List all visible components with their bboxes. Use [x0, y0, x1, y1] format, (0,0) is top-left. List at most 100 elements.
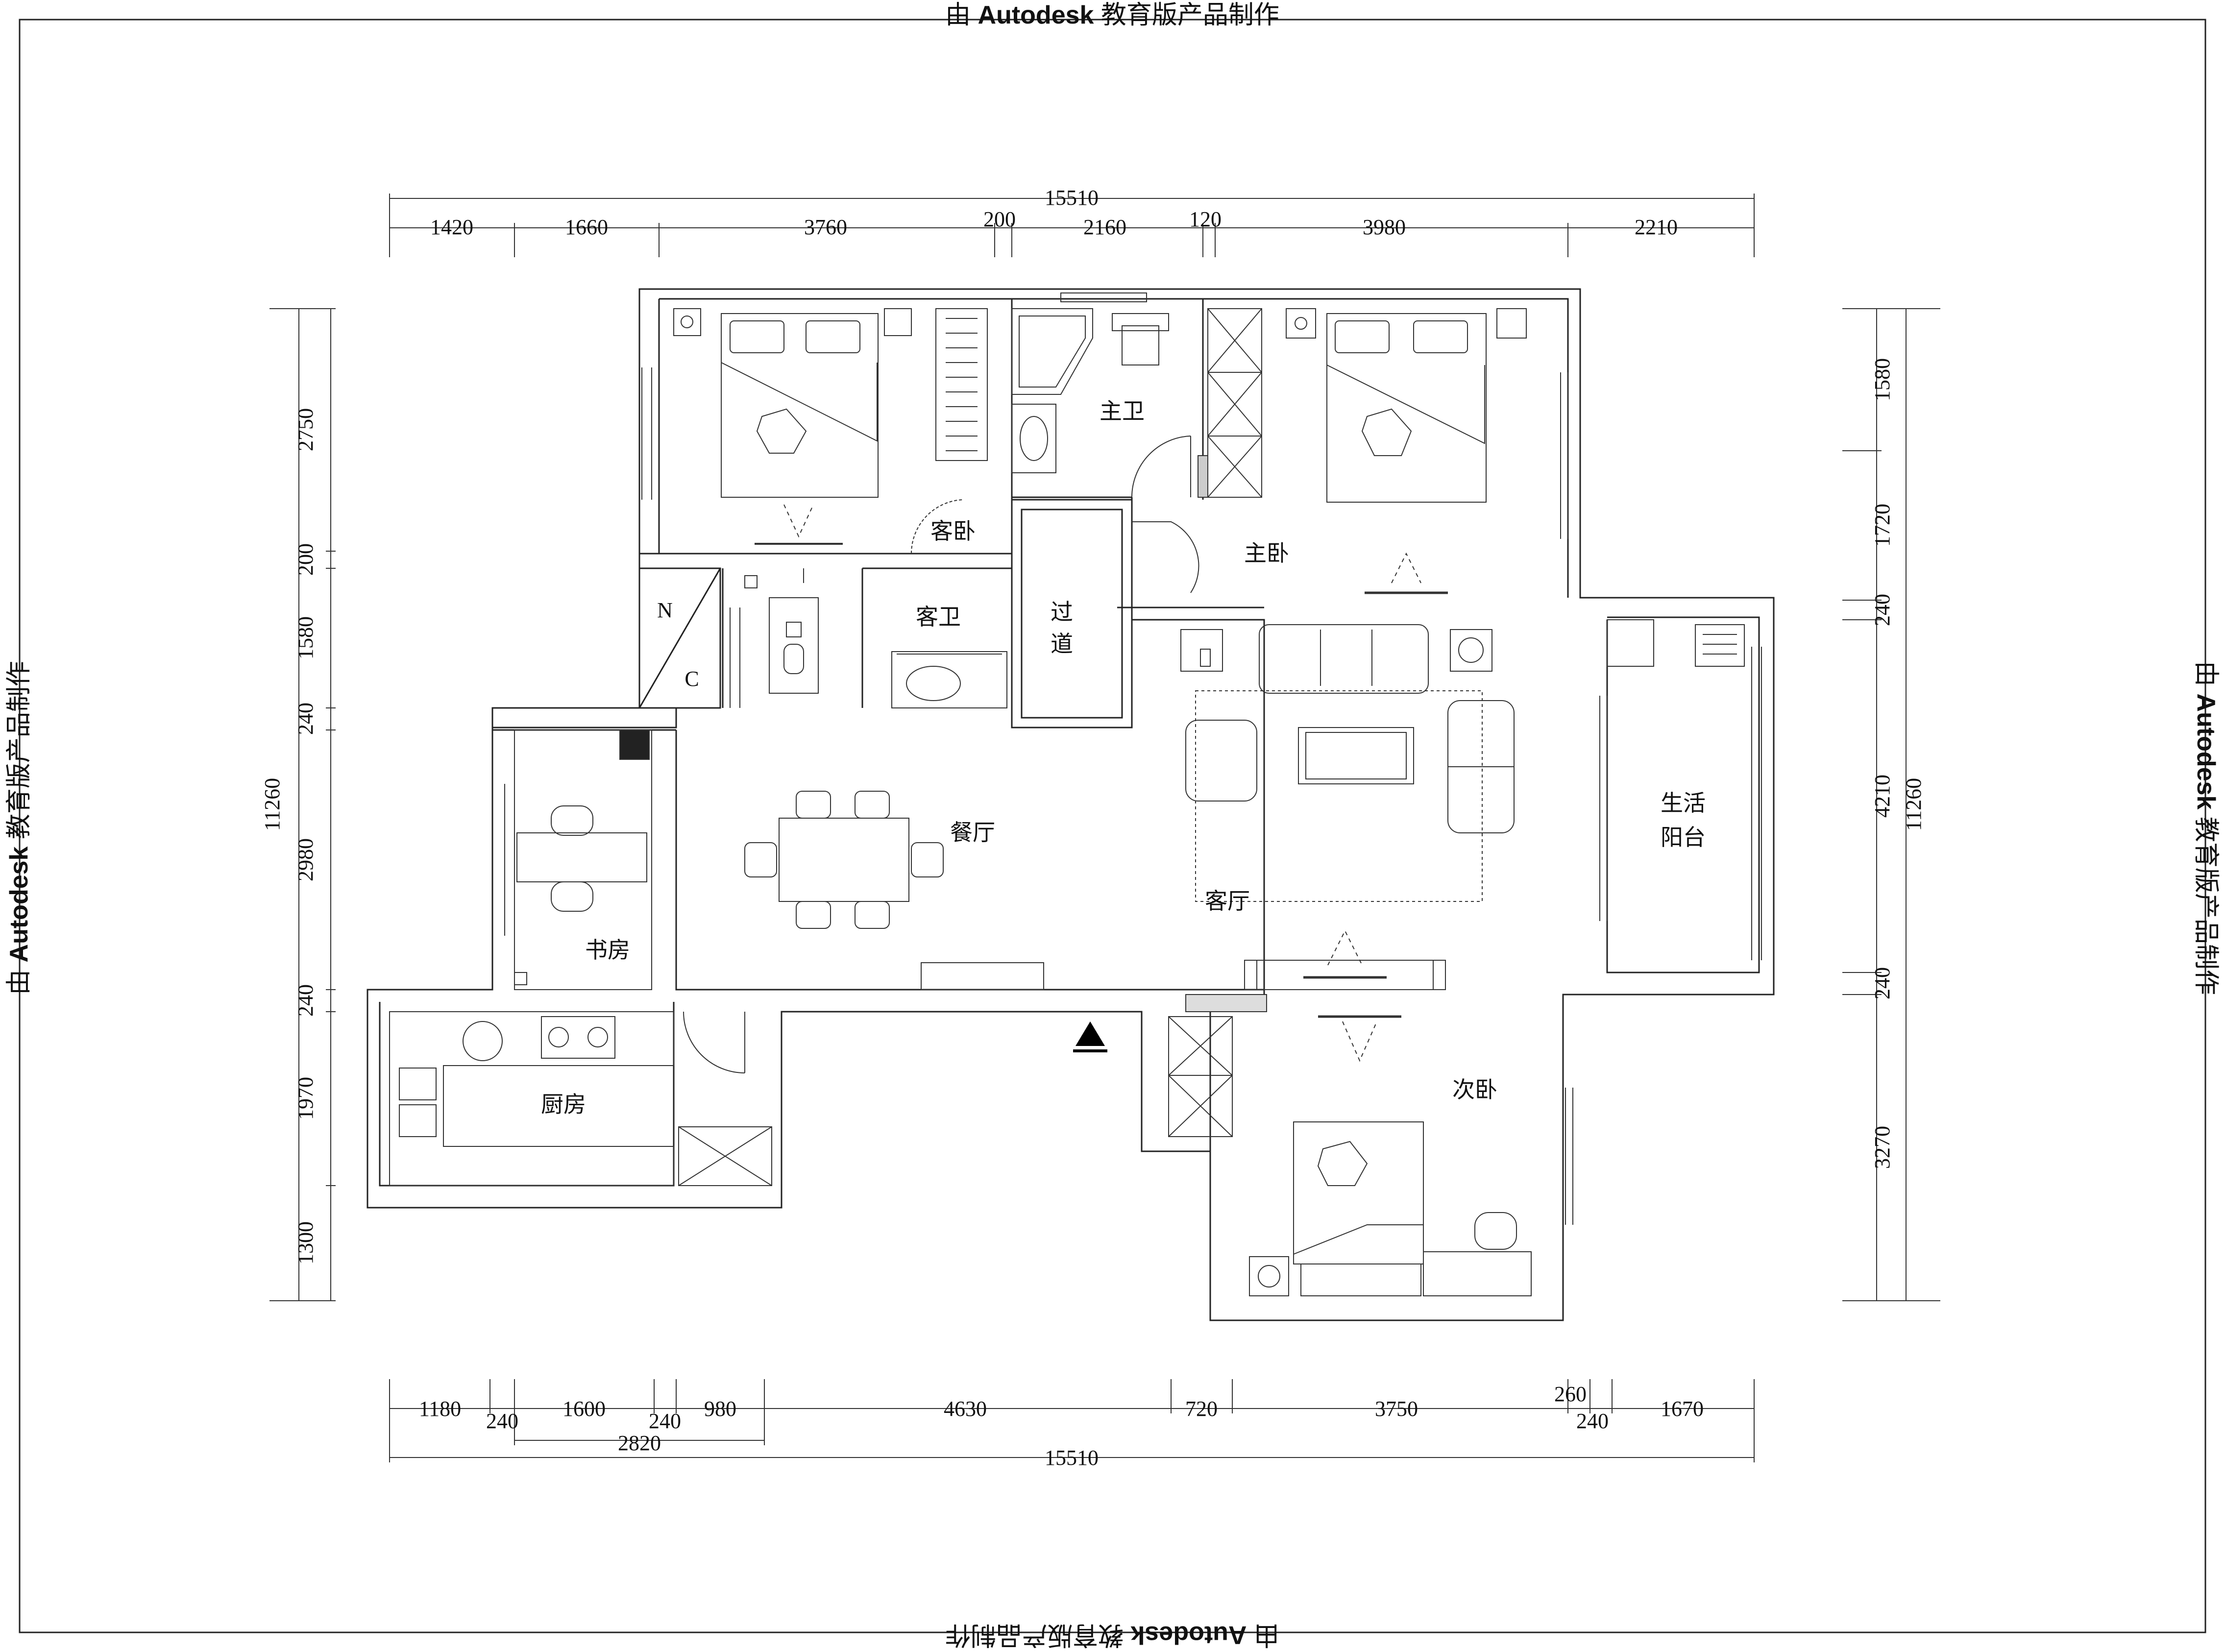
sideboard-icon [921, 962, 1044, 990]
svg-text:2210: 2210 [1635, 215, 1678, 239]
svg-text:1970: 1970 [293, 1077, 318, 1120]
drawing-frame [19, 19, 2206, 1633]
svg-text:3750: 3750 [1375, 1397, 1418, 1421]
wardrobe-icon [1168, 1016, 1233, 1137]
svg-text:由 Autodesk 教育版产品制作: 由 Autodesk 教育版产品制作 [945, 1621, 1279, 1649]
svg-text:1300: 1300 [293, 1221, 318, 1264]
svg-text:由 Autodesk 教育版产品制作: 由 Autodesk 教育版产品制作 [2192, 661, 2220, 995]
svg-text:200: 200 [983, 207, 1016, 231]
dim-bottom-total: 15510 [1045, 1446, 1099, 1470]
svg-text:2750: 2750 [293, 408, 318, 451]
svg-text:120: 120 [1189, 207, 1222, 231]
wardrobe-icon [1207, 308, 1262, 498]
desk-icon [1423, 1251, 1532, 1296]
second-bedroom-furniture [1168, 1015, 1573, 1296]
svg-text:1660: 1660 [565, 215, 608, 239]
kitchen-fixtures [389, 1011, 772, 1186]
chair-icon [1474, 1212, 1517, 1250]
svg-text:1180: 1180 [419, 1397, 461, 1421]
room-label-kitchen: 厨房 [541, 1091, 586, 1118]
svg-text:1670: 1670 [1661, 1397, 1704, 1421]
sink-icon [399, 1068, 437, 1100]
room-label-corridor-1: 过 [1051, 599, 1073, 625]
svg-text:260: 260 [1554, 1382, 1587, 1406]
guest-bedroom-furniture [641, 308, 988, 554]
coffee-table-icon [1298, 727, 1414, 784]
shaft-label-c: C [685, 667, 699, 691]
room-label-master-bedroom: 主卧 [1244, 540, 1289, 566]
cabinet-icon [619, 729, 650, 760]
dim-top-total: 15510 [1045, 186, 1099, 210]
side-table-icon [1249, 1256, 1289, 1296]
svg-text:240: 240 [293, 703, 318, 735]
bed-icon [721, 313, 879, 498]
dim-left-total: 11260 [260, 778, 284, 831]
sofa-icon [1259, 624, 1429, 694]
bed-icon [1293, 1121, 1424, 1264]
svg-text:1720: 1720 [1870, 504, 1894, 547]
tv-cabinet-icon [1244, 960, 1446, 990]
wardrobe-icon [935, 308, 988, 461]
shaft-nc [638, 567, 721, 709]
gas-meter-icon [463, 1021, 503, 1061]
svg-text:980: 980 [704, 1397, 736, 1421]
svg-text:1420: 1420 [430, 215, 473, 239]
svg-text:1600: 1600 [562, 1397, 606, 1421]
watermark-left: 由 Autodesk 教育版产品制作 [5, 661, 33, 995]
dimension-bottom: 15510 2820 1180 1600 980 4630 720 3750 2… [389, 1379, 1755, 1470]
shower-icon [1011, 308, 1093, 395]
room-label-guest-bath: 客卫 [916, 604, 961, 630]
countertop-icon [389, 1011, 674, 1186]
study-furniture [504, 729, 652, 990]
svg-text:由 Autodesk 教育版产品制作: 由 Autodesk 教育版产品制作 [5, 661, 33, 995]
washing-machine-icon [1607, 619, 1654, 667]
svg-text:240: 240 [1870, 594, 1894, 626]
master-bath-fixtures [1011, 292, 1191, 498]
watermark-right: 由 Autodesk 教育版产品制作 [2192, 661, 2220, 995]
room-label-corridor-2: 道 [1051, 631, 1073, 657]
svg-text:200: 200 [293, 543, 318, 576]
svg-text:3980: 3980 [1363, 215, 1406, 239]
svg-text:240: 240 [649, 1409, 681, 1433]
side-table-icon [1180, 629, 1223, 672]
room-label-study: 书房 [585, 937, 630, 963]
stove-icon [541, 1016, 615, 1059]
svg-text:4210: 4210 [1870, 775, 1894, 818]
room-label-master-bath: 主卫 [1100, 398, 1145, 424]
room-label-balcony-2: 阳台 [1661, 824, 1706, 850]
svg-text:3760: 3760 [804, 215, 847, 239]
watermark-top: 由 Autodesk 教育版产品制作 [945, 1, 1279, 29]
dimension-right: 11260 1580 1720 240 4210 240 3270 [1842, 308, 1940, 1301]
armchair-icon [1185, 720, 1257, 802]
corridor-box [1011, 499, 1133, 729]
dimension-top: 15510 1420 1660 3760 200 2160 120 3980 2… [389, 186, 1755, 257]
watermark-bottom: 由 Autodesk 教育版产品制作 [945, 1621, 1279, 1649]
chair-icon [551, 881, 593, 912]
sink-icon [891, 651, 1007, 708]
svg-text:240: 240 [486, 1409, 518, 1433]
side-table-icon [1450, 629, 1492, 672]
rug-icon [1195, 690, 1483, 902]
entrance-arrow-icon [1073, 1021, 1107, 1052]
svg-text:240: 240 [1576, 1409, 1609, 1433]
chair-icon [551, 805, 593, 836]
exterior-walls [367, 288, 1775, 1321]
sink-icon [1011, 404, 1056, 473]
svg-text:由 Autodesk 教育版产品制作: 由 Autodesk 教育版产品制作 [945, 1, 1279, 29]
svg-text:4630: 4630 [944, 1397, 987, 1421]
guest-bath-fixtures [730, 568, 1007, 708]
room-label-living: 客厅 [1205, 888, 1250, 914]
bed-icon [1326, 313, 1487, 503]
room-label-balcony-1: 生活 [1661, 790, 1706, 816]
svg-text:240: 240 [1870, 967, 1894, 999]
svg-text:1580: 1580 [1870, 358, 1894, 401]
dining-table-icon [779, 818, 909, 902]
dimension-left: 11260 2750 200 1580 240 2980 240 1970 13… [260, 308, 336, 1301]
living-room-furniture [1180, 624, 1608, 1012]
room-label-dining: 餐厅 [950, 819, 995, 846]
svg-text:240: 240 [293, 984, 318, 1017]
svg-text:2980: 2980 [293, 838, 318, 881]
balcony-fixtures [1607, 619, 1762, 960]
shaft-label-n: N [657, 598, 673, 622]
